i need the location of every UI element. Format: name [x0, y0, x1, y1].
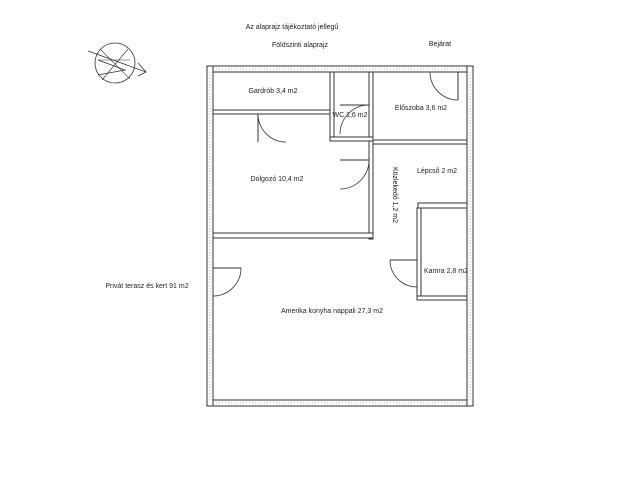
room-nappali-label: Amerika konyha nappali 27,3 m2 [281, 308, 383, 315]
terrace-label: Privát terasz és kert 91 m2 [105, 283, 188, 290]
door-kamra [389, 259, 418, 288]
door-wc [339, 104, 370, 135]
plan-title: Az alaprajz tájékoztató jellegű [246, 24, 339, 31]
room-kozlekedo-label: Közlekedő 1,2 m2 [391, 167, 398, 223]
room-eloszoba-label: Előszoba 3,6 m2 [395, 105, 447, 112]
north-arrow-icon [87, 42, 147, 84]
door-gardrob [257, 113, 287, 143]
entrance-label: Bejárat [429, 41, 451, 48]
room-wc-label: WC 1,6 m2 [332, 112, 367, 119]
room-dolgozo-label: Dolgozó 10,4 m2 [251, 176, 304, 183]
plan-subtitle: Földszinti alaprajz [272, 42, 329, 49]
room-gardrob-label: Gardrób 3,4 m2 [248, 88, 297, 95]
door-dolgozo [339, 159, 370, 190]
room-kamra-label: Kamra 2,8 m2 [424, 268, 468, 275]
room-lepcso-label: Lépcső 2 m2 [417, 168, 457, 175]
door-entrance [429, 71, 459, 101]
interior-walls [212, 71, 468, 301]
door-terrace [212, 267, 242, 297]
